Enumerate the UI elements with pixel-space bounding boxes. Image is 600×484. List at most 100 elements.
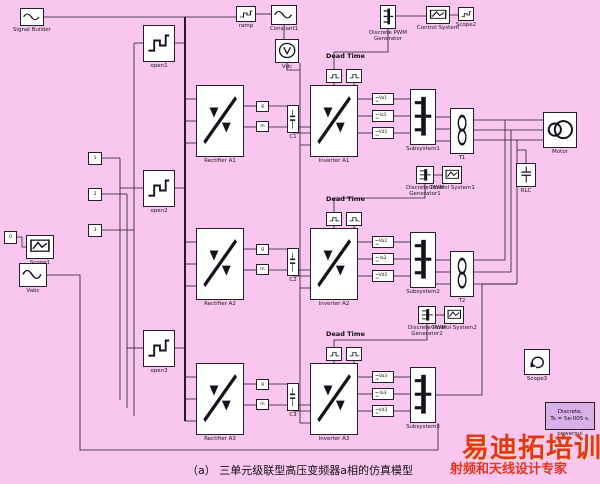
subsystem3-icon bbox=[414, 375, 432, 414]
motor-label: Motor bbox=[552, 149, 568, 155]
pwm-generator-3[interactable] bbox=[418, 306, 436, 324]
open2[interactable] bbox=[143, 170, 175, 207]
rectifier-a2[interactable] bbox=[196, 228, 244, 300]
figure-caption: （a） 三单元级联型高压变频器a相的仿真模型 bbox=[187, 464, 413, 477]
meter-ia2[interactable]: Ia2 bbox=[372, 253, 394, 265]
cap-c1[interactable] bbox=[287, 105, 299, 133]
rectifier-a2-label: Rectifier A2 bbox=[204, 301, 236, 307]
scope3[interactable] bbox=[524, 349, 550, 375]
open2-label: open2 bbox=[150, 208, 168, 214]
rectifier-a3[interactable] bbox=[196, 363, 244, 435]
vdc-measure[interactable] bbox=[275, 39, 299, 63]
meter-ia1-icon bbox=[375, 113, 379, 118]
scope2[interactable] bbox=[458, 7, 474, 21]
signal-builder-icon bbox=[22, 13, 40, 21]
subsystem2[interactable] bbox=[410, 232, 436, 288]
meter-vd3-text: Vd3 bbox=[378, 408, 388, 414]
goto-m1[interactable]: m bbox=[256, 121, 269, 132]
vdc-measure-icon bbox=[278, 43, 296, 59]
dead-time-1a-icon bbox=[329, 73, 339, 78]
subsystem1[interactable] bbox=[410, 89, 436, 145]
goto-m3-text: m bbox=[260, 401, 265, 407]
scope1[interactable] bbox=[26, 235, 54, 259]
control-system-1[interactable] bbox=[426, 6, 450, 24]
control-system-3[interactable] bbox=[444, 306, 464, 324]
pwm-generator-1[interactable] bbox=[380, 5, 396, 29]
dead-time-1a[interactable] bbox=[326, 69, 342, 83]
inverter-a3-icon bbox=[317, 374, 351, 423]
goto-g2[interactable]: g bbox=[256, 244, 269, 255]
rectifier-a2-icon bbox=[203, 239, 237, 288]
powergui[interactable]: Discrete, Ts = 5e-005 s. bbox=[545, 402, 595, 430]
open3-icon bbox=[148, 339, 170, 357]
goto-g3-text: g bbox=[261, 381, 264, 387]
powergui-label: powergui bbox=[557, 431, 583, 437]
subsystem2-label: Subsystem2 bbox=[406, 289, 440, 295]
dead-time-text-2: Dead Time bbox=[326, 195, 365, 203]
const-c-text: 3 bbox=[93, 227, 97, 233]
dc-source[interactable] bbox=[271, 5, 297, 25]
rlc-load[interactable] bbox=[516, 163, 536, 187]
control-system-2[interactable] bbox=[442, 166, 462, 184]
rlc-load-icon bbox=[521, 166, 531, 183]
open1-icon bbox=[148, 34, 170, 52]
open3[interactable] bbox=[143, 330, 175, 367]
wire bbox=[517, 149, 527, 163]
meter-va2[interactable]: Va2 bbox=[372, 236, 394, 248]
meter-ia1[interactable]: Ia1 bbox=[372, 110, 394, 122]
goto-g1[interactable]: g bbox=[256, 101, 269, 112]
goto-m2[interactable]: m bbox=[256, 264, 269, 275]
inverter-a1[interactable] bbox=[310, 85, 358, 157]
dead-time-1b[interactable] bbox=[346, 69, 362, 83]
goto-m3[interactable]: m bbox=[256, 399, 269, 410]
dead-time-3a[interactable] bbox=[326, 347, 342, 361]
meter-vd3[interactable]: Vd3 bbox=[372, 405, 394, 417]
transformer-t2[interactable] bbox=[450, 251, 474, 297]
inverter-a1-label: Inverter A1 bbox=[318, 158, 350, 164]
meter-va3[interactable]: Va3 bbox=[372, 371, 394, 383]
wire bbox=[17, 236, 26, 248]
open2-icon bbox=[148, 179, 170, 197]
cap-c2[interactable] bbox=[287, 248, 299, 276]
vabc[interactable] bbox=[19, 263, 47, 287]
step[interactable]: 0 bbox=[4, 231, 17, 244]
meter-ia3[interactable]: Ia3 bbox=[372, 388, 394, 400]
powergui-text: Discrete, Ts = 5e-005 s. bbox=[550, 409, 590, 422]
meter-va2-icon bbox=[375, 239, 379, 244]
goto-g2-text: g bbox=[261, 246, 264, 252]
subsystem3[interactable] bbox=[410, 367, 436, 423]
pwm-generator-2[interactable] bbox=[416, 166, 434, 184]
goto-m1-text: m bbox=[260, 123, 265, 129]
dead-time-2a[interactable] bbox=[326, 212, 342, 226]
cap-c3[interactable] bbox=[287, 383, 299, 411]
pwm-generator-2-label: Discrete PWM Generator1 bbox=[406, 185, 444, 198]
goto-g3[interactable]: g bbox=[256, 379, 269, 390]
ramp[interactable] bbox=[236, 6, 256, 22]
dead-time-2b[interactable] bbox=[346, 212, 362, 226]
const-b[interactable]: 2 bbox=[88, 188, 102, 201]
scope3-label: Scope3 bbox=[526, 376, 548, 382]
inverter-a2[interactable] bbox=[310, 228, 358, 300]
step-text: 0 bbox=[9, 234, 12, 240]
scope2-label: Scope2 bbox=[455, 22, 477, 28]
signal-builder[interactable] bbox=[20, 8, 44, 26]
meter-vd2[interactable]: Vd2 bbox=[372, 270, 394, 282]
signal-builder-label: Signal Builder bbox=[12, 27, 52, 33]
motor-icon bbox=[547, 120, 574, 140]
dead-time-3b[interactable] bbox=[346, 347, 362, 361]
motor[interactable] bbox=[543, 112, 577, 148]
vabc-label: Vabc bbox=[26, 288, 40, 294]
inverter-a3[interactable] bbox=[310, 363, 358, 435]
rectifier-a1[interactable] bbox=[196, 85, 244, 157]
rectifier-a1-icon bbox=[203, 96, 237, 145]
transformer-t1[interactable] bbox=[450, 108, 474, 154]
meter-va1[interactable]: Va1 bbox=[372, 93, 394, 105]
meter-vd1[interactable]: Vd1 bbox=[372, 127, 394, 139]
const-c[interactable]: 3 bbox=[88, 224, 102, 237]
open3-label: open3 bbox=[150, 368, 168, 374]
open1[interactable] bbox=[143, 25, 175, 62]
dead-time-text-3: Dead Time bbox=[326, 330, 365, 338]
const-a[interactable]: 1 bbox=[88, 152, 102, 165]
transformer-t2-icon bbox=[457, 257, 467, 289]
